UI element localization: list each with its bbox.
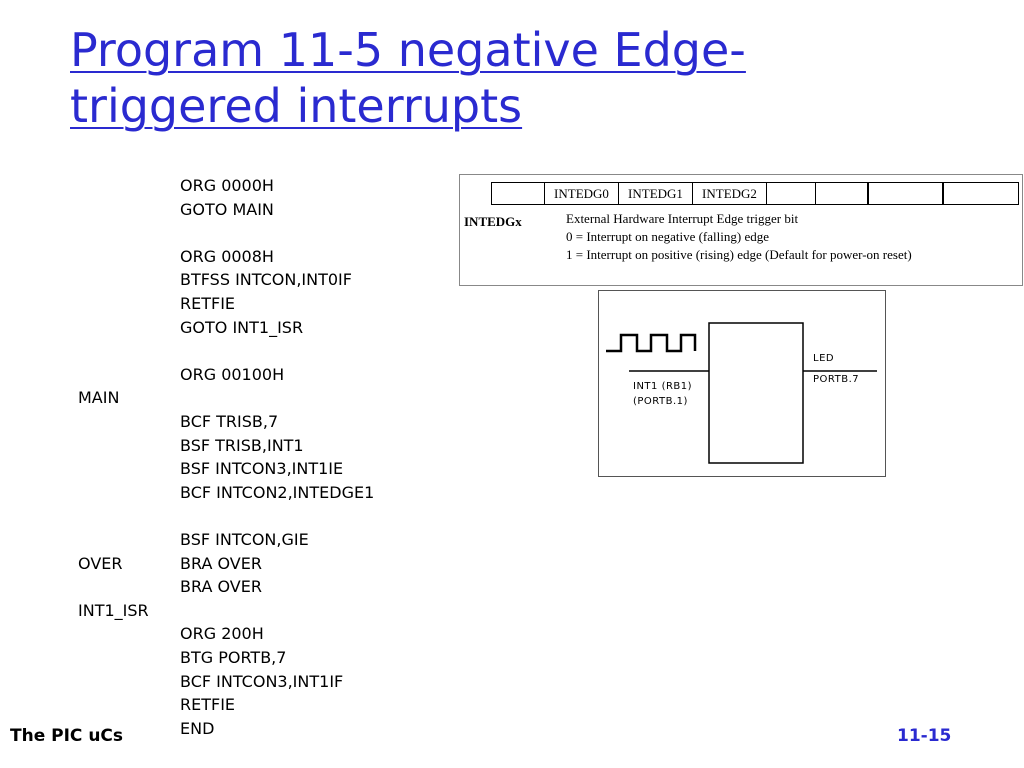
square-wave-signal — [606, 333, 697, 353]
circuit-diagram: INT1 (RB1) (PORTB.1) LED PORTB.7 — [598, 290, 886, 477]
code-instruction: BRA OVER — [180, 577, 262, 597]
register-bit-cell — [815, 182, 867, 205]
code-label: INT1_ISR — [78, 600, 149, 620]
code-instruction: BCF TRISB,7 — [180, 412, 279, 431]
code-instruction: ORG 0000H — [180, 176, 274, 195]
code-instruction: GOTO INT1_ISR — [180, 317, 304, 337]
code-instruction: GOTO MAIN — [180, 199, 274, 219]
code-instruction: BRA OVER — [180, 553, 262, 573]
code-instruction: BCF INTCON2,INTEDGE1 — [180, 482, 375, 502]
register-bit-cell — [491, 182, 544, 205]
register-bit-cell — [766, 182, 815, 205]
register-bit-cell: INTEDG0 — [544, 182, 618, 205]
register-bit-cell — [942, 182, 1019, 205]
output-pin-label: PORTB.7 — [813, 374, 860, 385]
register-bit-cell — [867, 182, 942, 205]
code-instruction: BTFSS INTCON,INT0IF — [180, 270, 352, 290]
code-instruction: BSF INTCON,GIE — [180, 530, 309, 549]
code-label: OVER — [78, 553, 123, 573]
circuit-drawing — [606, 322, 877, 464]
footer-slide-number: 11-15 — [897, 726, 952, 746]
code-instruction: ORG 200H — [180, 624, 264, 644]
register-desc-line: 1 = Interrupt on positive (rising) edge … — [566, 247, 912, 262]
code-instruction: BTG PORTB,7 — [180, 648, 287, 667]
code-instruction: ORG 0008H — [180, 246, 274, 266]
code-instruction: END — [180, 718, 215, 738]
code-label: MAIN — [78, 388, 120, 408]
register-bit-name: INTEDGx — [464, 214, 522, 229]
input-pin-label: INT1 (RB1) — [633, 381, 693, 392]
microcontroller-block — [708, 322, 804, 464]
code-instruction: RETFIE — [180, 294, 236, 313]
led-label: LED — [813, 353, 835, 364]
register-bit-cell: INTEDG2 — [692, 182, 766, 205]
footer-course-title: The PIC uCs — [10, 726, 124, 746]
register-bit-cell: INTEDG1 — [618, 182, 692, 205]
code-instruction: BSF INTCON3,INT1IE — [180, 459, 344, 479]
input-pin-label-alt: (PORTB.1) — [633, 396, 688, 407]
code-instruction: ORG 00100H — [180, 364, 285, 384]
code-instruction: BCF INTCON3,INT1IF — [180, 671, 344, 691]
slide-title: Program 11-5 negative Edge-triggered int… — [70, 23, 746, 133]
code-instruction: BSF TRISB,INT1 — [180, 435, 304, 455]
code-instruction: RETFIE — [180, 695, 236, 715]
register-desc-line: 0 = Interrupt on negative (falling) edge — [566, 229, 769, 244]
register-desc-line: External Hardware Interrupt Edge trigger… — [566, 211, 799, 226]
